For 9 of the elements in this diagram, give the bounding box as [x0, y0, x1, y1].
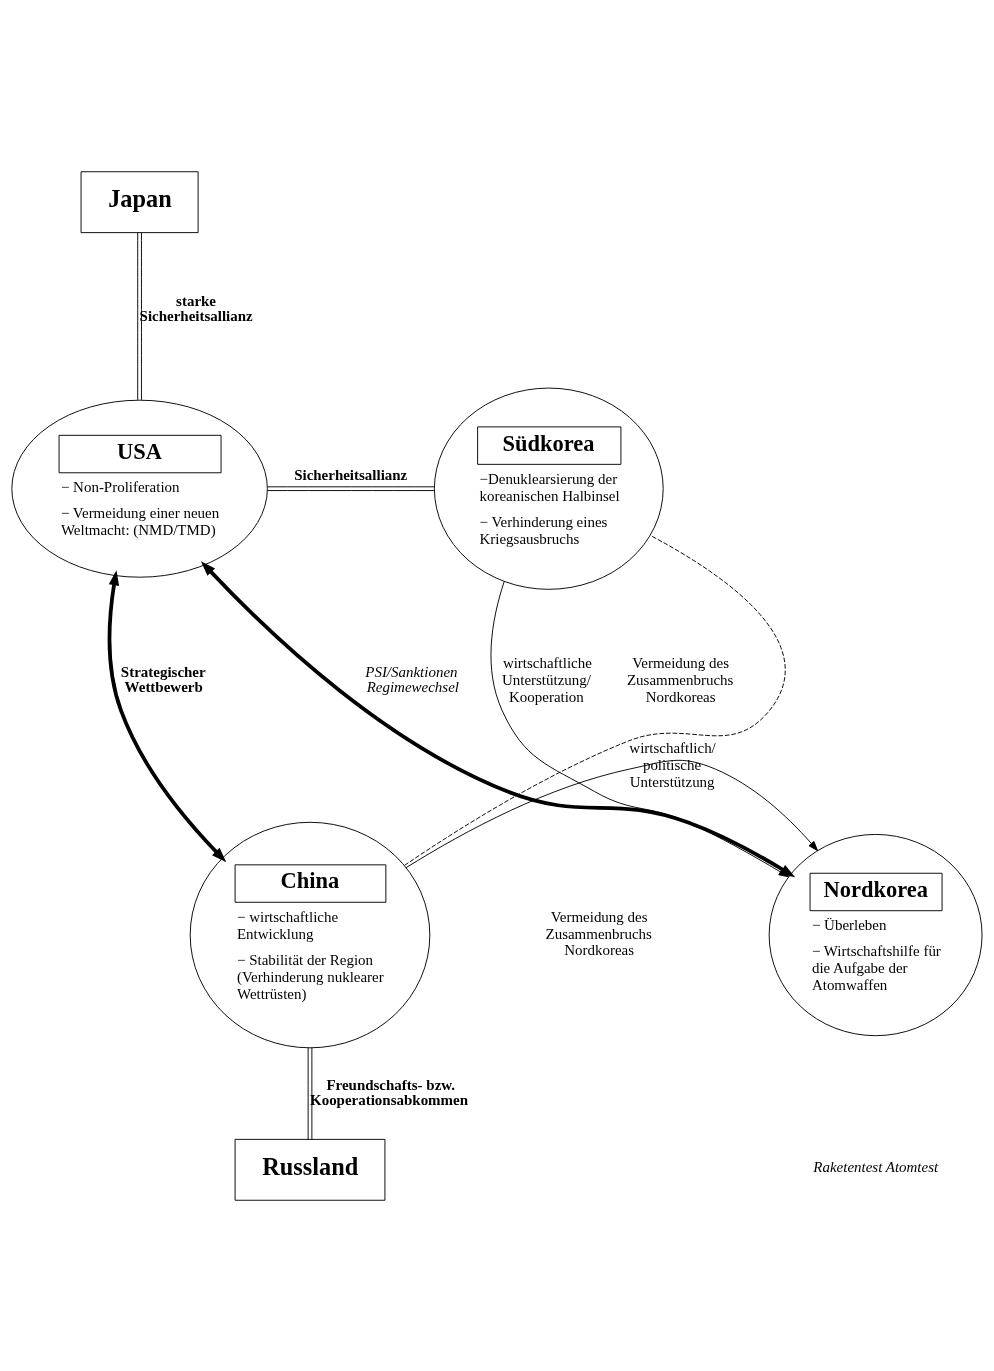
edge-label: wirtschaftlich/ politische Unterstützung	[629, 739, 716, 790]
edge-label: Freundschafts- bzw. Kooperationsabkommen	[310, 1076, 469, 1108]
edge-label: PSI/Sanktionen Regimewechsel	[365, 663, 459, 695]
label: Vermeidung des Zusammenbruchs Nordkoreas	[545, 908, 652, 958]
label: Raketentest Atomtest	[813, 1158, 939, 1175]
edge-label: Strategischer Wettbewerb	[120, 663, 206, 695]
label: Vermeidung des Zusammenbruchs Nordkoreas	[626, 654, 734, 705]
edge-label: Sicherheitsallianz	[294, 466, 408, 483]
edge-label: wirtschaftliche Unterstützung/ Kooperation	[501, 654, 592, 705]
